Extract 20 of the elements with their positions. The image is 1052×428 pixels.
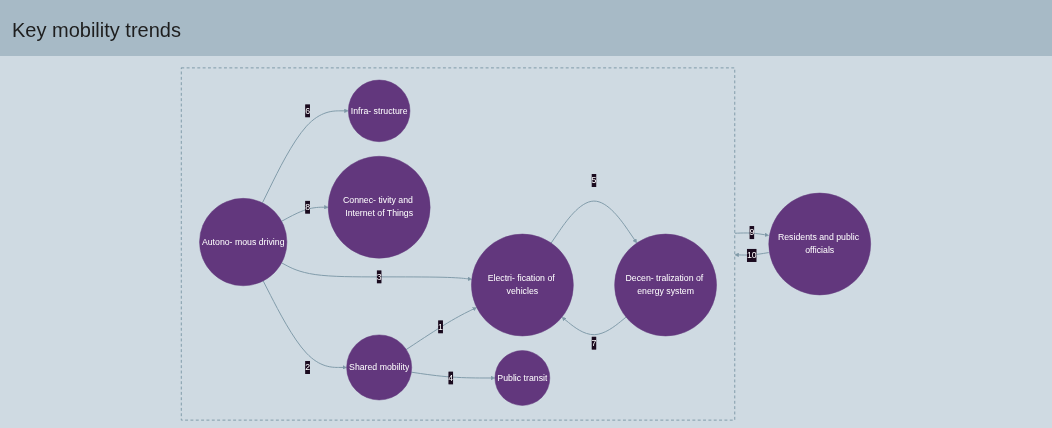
node-circle: Autono- mous driving xyxy=(199,198,288,286)
edge-label: 6 xyxy=(305,105,310,116)
cluster xyxy=(180,67,736,421)
node-circle: Infra- structure xyxy=(348,79,411,142)
node-circle: Shared mobility xyxy=(346,334,412,401)
node-circle: Public transit xyxy=(494,350,551,406)
edge-label: 2 xyxy=(305,362,310,373)
node-circle: Decen- tralization of energy system xyxy=(614,233,717,337)
edge-label: 5 xyxy=(591,175,597,186)
node-circle: Residents and public officials xyxy=(768,192,871,296)
edge-label: 10 xyxy=(746,250,757,261)
edge-label: 1 xyxy=(438,321,443,332)
edge-label: 3 xyxy=(376,271,382,282)
node-circle: Connec- tivity and Internet of Things xyxy=(327,156,431,259)
edge-label: 7 xyxy=(591,338,597,348)
node-circle: Electri- fication of vehicles xyxy=(471,233,574,337)
title-banner: Key mobility trends xyxy=(0,0,1052,56)
edge-label: 8 xyxy=(305,202,310,212)
edge-label: 4 xyxy=(448,372,454,383)
edge-label: 9 xyxy=(749,227,755,238)
